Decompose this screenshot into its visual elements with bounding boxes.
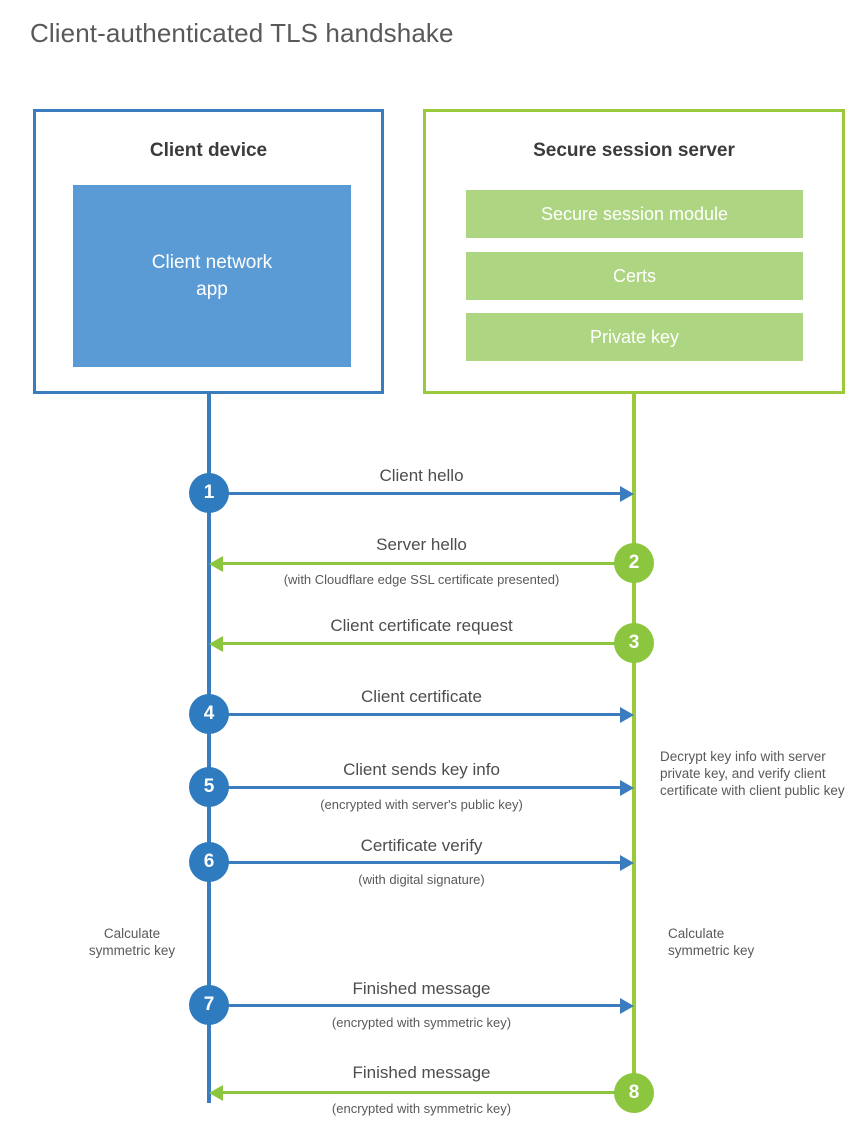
step-7-arrow-line — [209, 1004, 620, 1007]
step-2-arrow-line — [223, 562, 634, 565]
step-5-arrow-line — [209, 786, 620, 789]
step-5-label: Client sends key info — [343, 760, 500, 779]
step-7-circle[interactable]: 7 — [189, 985, 229, 1025]
step-8-circle[interactable]: 8 — [614, 1073, 654, 1113]
client-network-app-label-line1: Client network — [151, 252, 273, 273]
step-3-label: Client certificate request — [330, 616, 513, 635]
client-device-title: Client device — [149, 140, 268, 161]
secure-session-server-title: Secure session server — [533, 140, 735, 161]
step-1-label: Client hello — [379, 466, 464, 485]
step-1-arrow-head — [620, 485, 634, 502]
step-6-label: Certificate verify — [360, 836, 483, 855]
step-3-circle[interactable]: 3 — [614, 623, 654, 663]
step-4-label: Client certificate — [361, 687, 482, 706]
server-block-certs: Certs — [466, 252, 803, 300]
server-calculate-note-line1: Calculate — [668, 926, 725, 941]
step-6-arrow-head — [620, 854, 634, 871]
server-block-secure-session-module: Secure session module — [466, 190, 803, 238]
step-1-arrow-line — [209, 492, 620, 495]
client-device-box: Client device Client network app — [33, 109, 384, 394]
step-1-circle[interactable]: 1 — [189, 473, 229, 513]
step-2-label: Server hello — [376, 535, 467, 554]
client-calculate-note-line2: symmetric key — [88, 943, 176, 958]
step-6-circle[interactable]: 6 — [189, 842, 229, 882]
step-8-arrow-line — [223, 1091, 634, 1094]
step-8-label: Finished message — [352, 1063, 491, 1082]
step-7-label: Finished message — [352, 979, 491, 998]
client-network-app-block: Client network app — [73, 185, 351, 367]
server-calculate-note-line2: symmetric key — [668, 943, 755, 958]
step-5-arrow-head — [620, 779, 634, 796]
step-6-sublabel: (with digital signature) — [358, 872, 485, 887]
client-calculate-note-line1: Calculate — [103, 926, 161, 941]
step-3-arrow-line — [223, 642, 634, 645]
step-6-arrow-line — [209, 861, 620, 864]
server-calculate-symmetric-key-note: Calculate symmetric key — [668, 925, 828, 959]
step-8-arrow-head — [209, 1084, 223, 1101]
step-7-sublabel: (encrypted with symmetric key) — [331, 1015, 512, 1030]
server-lifeline — [632, 393, 636, 1093]
step-2-sublabel: (with Cloudflare edge SSL certificate pr… — [283, 572, 560, 587]
step-8-sublabel: (encrypted with symmetric key) — [331, 1101, 512, 1116]
step-3-arrow-head — [209, 635, 223, 652]
page-title: Client-authenticated TLS handshake — [30, 18, 454, 48]
step-5-sublabel: (encrypted with server's public key) — [320, 797, 523, 812]
server-block-private-key: Private key — [466, 313, 803, 361]
step-4-circle[interactable]: 4 — [189, 694, 229, 734]
client-network-app-label-line2: app — [196, 279, 228, 300]
step-4-arrow-head — [620, 706, 634, 723]
client-lifeline — [207, 393, 211, 1103]
step-4-arrow-line — [209, 713, 620, 716]
step-5-circle[interactable]: 5 — [189, 767, 229, 807]
step-7-arrow-head — [620, 997, 634, 1014]
client-calculate-symmetric-key-note: Calculate symmetric key — [58, 925, 206, 959]
server-decrypt-note: Decrypt key info with server private key… — [660, 749, 845, 798]
secure-session-server-box: Secure session server Secure session mod… — [423, 109, 845, 394]
step-2-arrow-head — [209, 555, 223, 572]
step-2-circle[interactable]: 2 — [614, 543, 654, 583]
